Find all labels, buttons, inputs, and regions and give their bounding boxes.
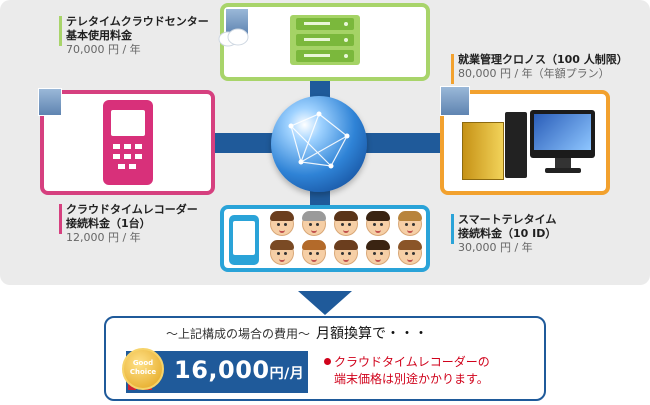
- good-choice-badge-icon: Good Choice: [122, 348, 164, 390]
- price-unit: 円/月: [269, 366, 305, 382]
- user-face-icon: [302, 211, 326, 236]
- user-face-icon: [398, 240, 422, 265]
- user-face-icon: [366, 211, 390, 236]
- building-icon: [38, 88, 62, 116]
- user-face-icon: [334, 240, 358, 265]
- cloud-icon: [218, 28, 249, 47]
- cloud-center-price: 70,000 円 / 年: [66, 43, 141, 56]
- badge-text: Good Choice: [129, 359, 157, 376]
- smart-teletime-title2: 接続料金（10 ID）: [458, 227, 557, 240]
- smart-teletime-price: 30,000 円 / 年: [458, 241, 533, 254]
- terminal-price-note: クラウドタイムレコーダーの 端末価格は別途かかります。: [324, 354, 490, 388]
- summary-header: ～上記構成の場合の費用～ 月額換算で・・・: [166, 323, 428, 343]
- time-recorder-label: クラウドタイムレコーダー 接続料金（1台） 12,000 円 / 年: [59, 203, 198, 245]
- chronos-title: 就業管理クロノス（100 人制限）: [458, 53, 628, 66]
- cloud-center-title1: テレタイムクラウドセンター: [66, 15, 209, 28]
- building-icon: [440, 86, 470, 116]
- cloud-center-title2: 基本使用料金: [66, 29, 132, 42]
- chronos-label: 就業管理クロノス（100 人制限） 80,000 円 / 年（年額プラン）: [451, 53, 628, 84]
- note-line2: 端末価格は別途かかります。: [334, 372, 489, 386]
- smart-teletime-label: スマートテレタイム 接続料金（10 ID） 30,000 円 / 年: [451, 213, 557, 255]
- smartphone-icon: [229, 215, 259, 265]
- server-icon: [290, 15, 360, 65]
- user-face-icon: [398, 211, 422, 236]
- globe-network-icon: [271, 96, 367, 192]
- cost-summary-box: ～上記構成の場合の費用～ 月額換算で・・・ 16,000円/月 Good Choi…: [104, 316, 546, 401]
- time-recorder-icon: [103, 100, 153, 185]
- time-recorder-title2: 接続料金（1台）: [66, 217, 151, 230]
- bullet-icon: [324, 358, 331, 365]
- software-package-icon: [462, 122, 504, 180]
- user-face-icon: [270, 211, 294, 236]
- user-face-icon: [302, 240, 326, 265]
- cloud-center-label: テレタイムクラウドセンター 基本使用料金 70,000 円 / 年: [59, 15, 209, 57]
- summary-header-text: ～上記構成の場合の費用～: [166, 327, 311, 341]
- user-face-icon: [334, 211, 358, 236]
- user-face-icon: [270, 240, 294, 265]
- time-recorder-title1: クラウドタイムレコーダー: [66, 203, 198, 216]
- note-line1: クラウドタイムレコーダーの: [334, 355, 490, 369]
- monthly-price-value: 16,000円/月: [174, 356, 304, 384]
- pc-tower-icon: [505, 112, 527, 178]
- monitor-icon: [530, 110, 595, 158]
- time-recorder-price: 12,000 円 / 年: [66, 231, 141, 244]
- user-face-icon: [366, 240, 390, 265]
- smart-teletime-title1: スマートテレタイム: [458, 213, 557, 226]
- chronos-price: 80,000 円 / 年（年額プラン）: [458, 67, 610, 80]
- summary-header-strong: 月額換算で・・・: [316, 326, 429, 342]
- down-arrow-icon: [298, 291, 352, 315]
- price-number: 16,000: [174, 356, 270, 384]
